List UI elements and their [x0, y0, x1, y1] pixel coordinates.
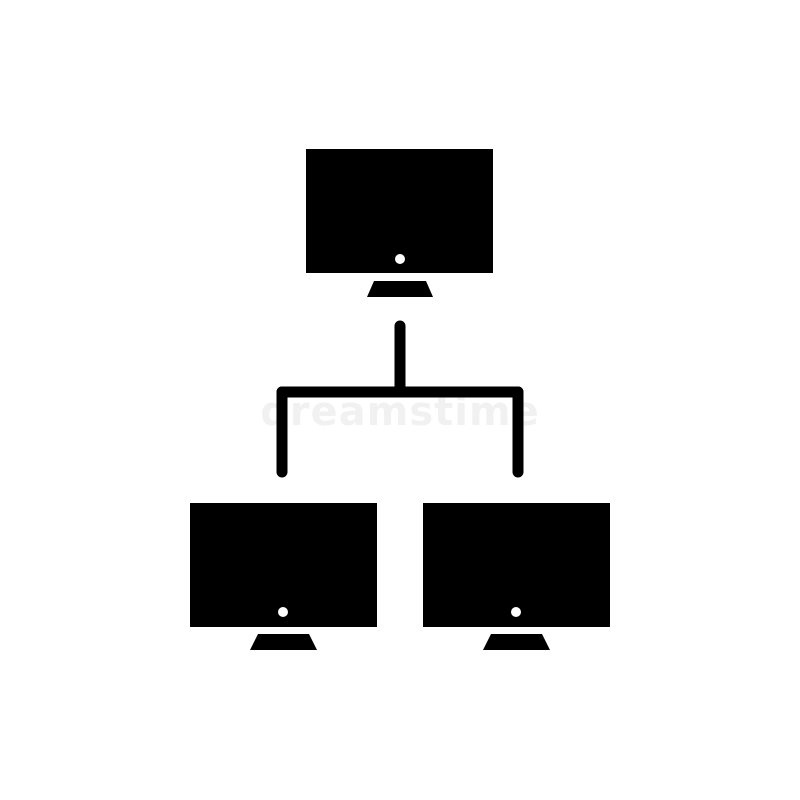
- monitor-screen: [190, 503, 377, 627]
- connector: [276, 320, 524, 478]
- monitor-stand: [367, 281, 433, 297]
- monitor-screen: [423, 503, 610, 627]
- power-dot: [278, 607, 288, 617]
- computer-bottom-right: [423, 503, 610, 650]
- power-dot: [395, 254, 405, 264]
- monitor-icon: [190, 503, 377, 650]
- monitor-icon: [423, 503, 610, 650]
- monitor-screen: [306, 149, 493, 273]
- monitor-icon: [306, 149, 493, 297]
- computer-top: [306, 149, 493, 297]
- monitor-stand: [250, 634, 317, 650]
- power-dot: [511, 607, 521, 617]
- computer-bottom-left: [190, 503, 377, 650]
- monitor-stand: [483, 634, 550, 650]
